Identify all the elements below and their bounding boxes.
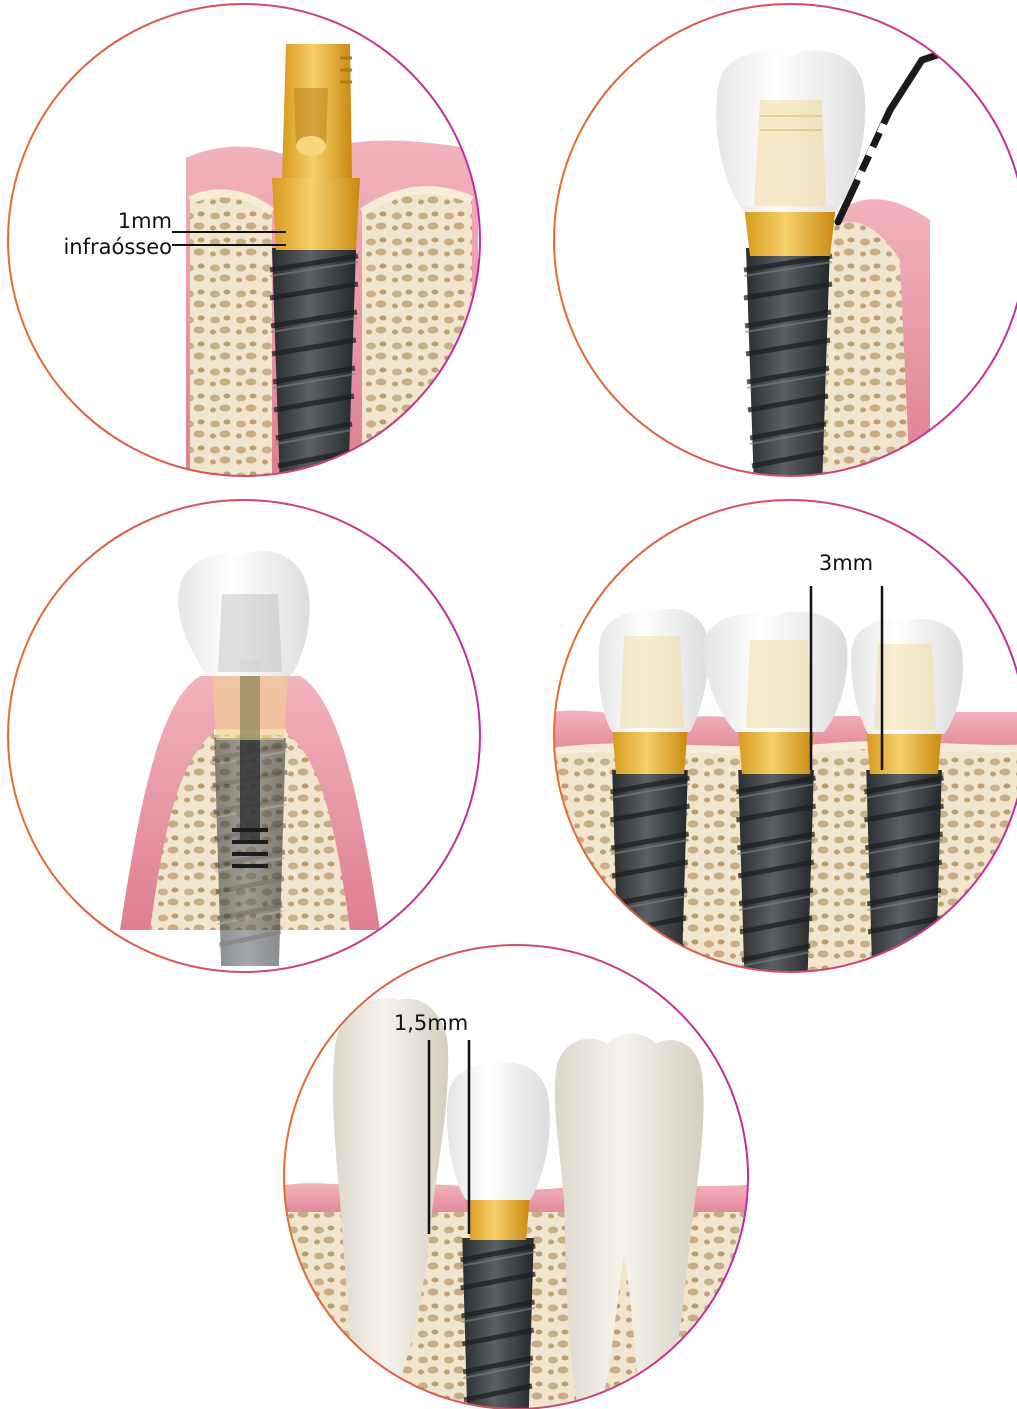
label-3mm: 3mm xyxy=(819,551,873,575)
panel-2-circle xyxy=(550,0,1017,488)
panel-3-circle xyxy=(0,500,500,980)
panel-1-circle: 1mm infraósseo xyxy=(0,0,500,488)
implant-body xyxy=(270,248,358,488)
abutment-collar xyxy=(212,670,288,740)
abutment-collar xyxy=(744,206,836,256)
implant-body xyxy=(736,770,815,1010)
crown xyxy=(447,1062,550,1200)
abutment-collar xyxy=(272,178,360,250)
implant-body xyxy=(864,770,943,1010)
label-1-5mm: 1,5mm xyxy=(394,1011,468,1035)
abutment-collar xyxy=(612,726,688,774)
abutment-collar xyxy=(466,1196,530,1240)
bone xyxy=(362,190,472,480)
panel-4-circle: 3mm xyxy=(550,500,1017,1010)
panel-5-circle: 1,5mm xyxy=(280,940,760,1409)
bone xyxy=(190,193,272,480)
label-1mm: 1mm xyxy=(118,209,172,233)
implant-body xyxy=(744,248,832,488)
bone xyxy=(822,222,910,480)
abutment-collar xyxy=(738,726,814,774)
abutment-post xyxy=(218,594,282,672)
label-infraosseo: infraósseo xyxy=(63,235,172,259)
implant-body xyxy=(461,1238,536,1409)
